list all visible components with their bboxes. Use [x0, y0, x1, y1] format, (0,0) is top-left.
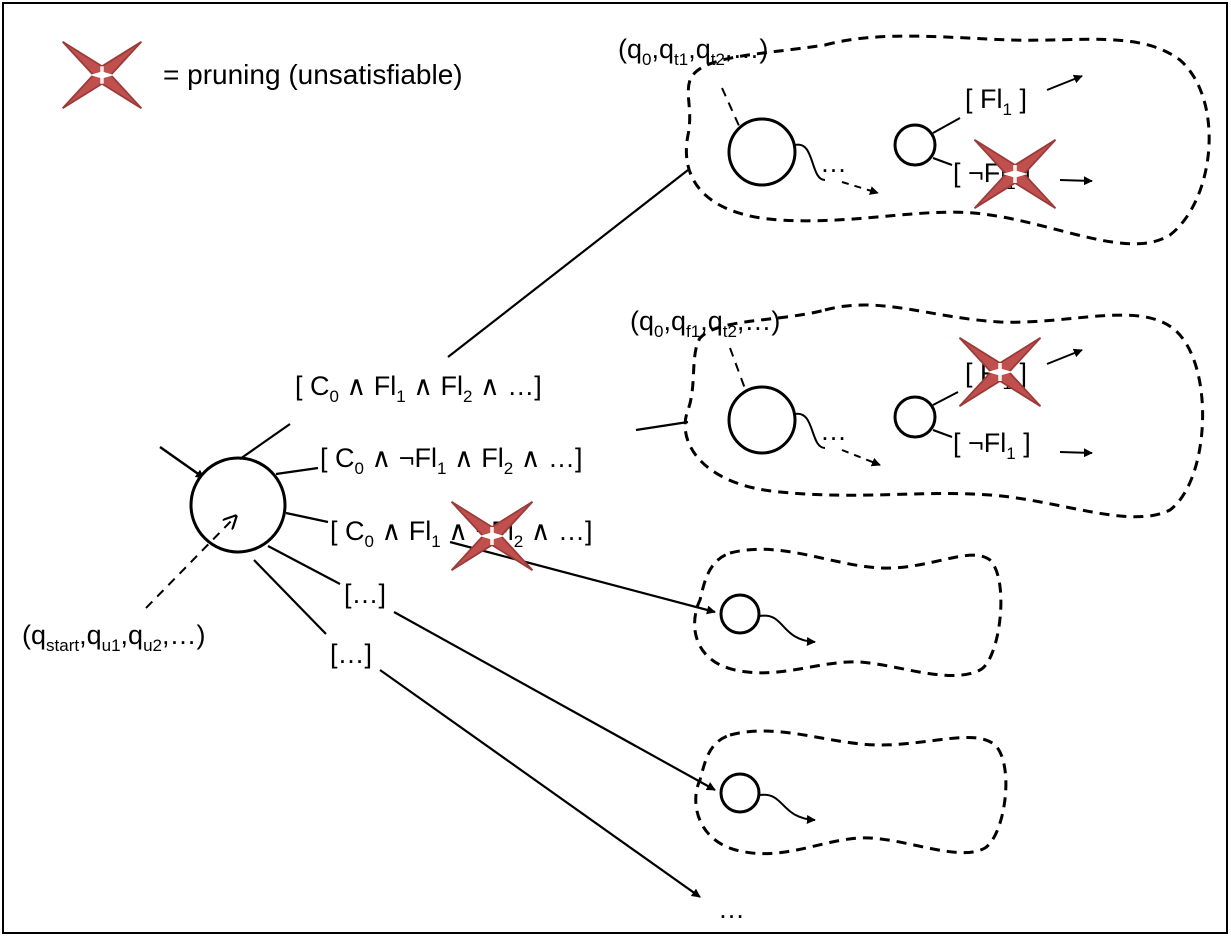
subgraph-mid-transition	[794, 412, 826, 449]
subgraph-mid-state-a	[727, 385, 797, 455]
edge-branch-1	[239, 423, 291, 460]
edge-branch-3-cont	[449, 540, 716, 615]
subgraph-3-state	[719, 593, 761, 635]
subgraph-mid-ellipsis: …	[820, 416, 847, 446]
edge-branch-3	[285, 511, 329, 524]
edge-branch-4-cont	[393, 611, 716, 791]
subgraph-top-state-a	[727, 117, 797, 187]
initial-arrow	[159, 445, 205, 480]
start-state-circle	[189, 456, 287, 554]
legend: = pruning (unsatisfiable)	[61, 40, 463, 110]
branch-label-5: […]	[330, 639, 372, 669]
trailing-ellipsis: …	[718, 894, 745, 924]
branch-label-3: [ C0 ∧ Fl1 ∧ ¬Fl2 ∧ …]	[330, 516, 593, 551]
subgraph-mid: (q0,qf1,qt2,…) … [ Fl1 ] [ ¬Fl1 ]	[630, 303, 1205, 519]
subgraph-mid-dashed-out	[841, 449, 881, 467]
subgraph-3-transition	[759, 614, 816, 647]
start-tuple-label: (qstart,qu1,qu2,…)	[22, 620, 205, 655]
subgraph-top-boundary	[684, 34, 1211, 246]
edge-branch-5-cont	[379, 669, 701, 898]
branch-label-1: [ C0 ∧ Fl1 ∧ Fl2 ∧ …]	[295, 371, 542, 406]
edge-branch-2-cont	[635, 420, 689, 432]
subgraph-top: (q0,qt1,qt2,…) … [ Fl1 ] [ ¬Fl1 ]	[618, 34, 1211, 246]
edge-branch-1-cont	[447, 169, 689, 358]
subgraph-4	[694, 729, 1008, 856]
start-state: (qstart,qu1,qu2,…)	[22, 445, 287, 655]
pruning-star-icon	[61, 40, 143, 110]
subgraph-top-ellipsis: …	[820, 148, 847, 178]
subgraph-mid-guard2-edge	[932, 429, 953, 438]
subgraph-4-boundary	[694, 729, 1008, 856]
edge-branch-2	[275, 466, 319, 476]
subgraph-mid-guard2-arrow	[1059, 448, 1093, 458]
subgraph-mid-tuple: (q0,qf1,qt2,…)	[630, 306, 780, 341]
subgraph-top-dashed-out	[841, 181, 879, 195]
subgraph-top-guard1: [ Fl1 ]	[965, 84, 1027, 119]
edge-branch-4	[267, 545, 341, 585]
subgraph-mid-boundary	[683, 303, 1205, 519]
legend-text: = pruning (unsatisfiable)	[163, 59, 463, 90]
subgraph-3-boundary	[693, 547, 1003, 677]
subgraph-top-guard2-arrow	[1059, 176, 1093, 186]
branch-label-4: […]	[344, 579, 386, 609]
subgraph-3	[693, 547, 1003, 677]
subgraph-mid-guard1-edge	[932, 391, 959, 406]
branch-label-2: [ C0 ∧ ¬Fl1 ∧ Fl2 ∧ …]	[320, 443, 583, 478]
subgraph-top-state-b	[893, 123, 937, 167]
subgraph-top-tuple: (q0,qt1,qt2,…)	[618, 34, 768, 69]
subgraph-mid-state-b	[893, 395, 937, 439]
subgraph-4-transition	[759, 793, 816, 825]
subgraph-top-guard1-edge	[932, 117, 961, 134]
subgraph-mid-guard1-arrow	[1046, 348, 1083, 365]
subgraph-top-guard1-arrow	[1046, 74, 1083, 91]
subgraph-top-transition	[794, 143, 826, 181]
branch-edges	[239, 169, 716, 898]
start-tuple-pointer	[145, 516, 236, 609]
edge-branch-5	[253, 559, 327, 635]
subgraph-mid-guard2: [ ¬Fl1 ]	[953, 428, 1031, 463]
subgraph-top-guard2-edge	[932, 157, 953, 166]
subgraph-4-state	[719, 772, 761, 814]
